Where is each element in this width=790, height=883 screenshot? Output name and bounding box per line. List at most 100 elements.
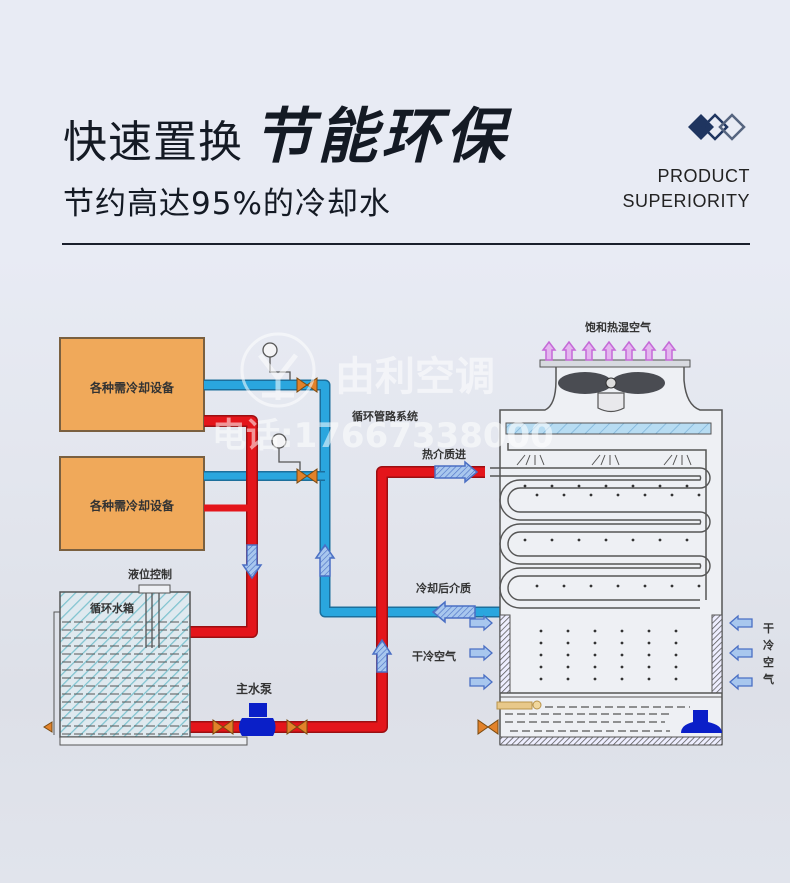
droplet (674, 677, 678, 681)
watermark: 由利空调 电话:17667338000 (212, 332, 554, 456)
basin-pump-icon (681, 710, 722, 733)
brand-block: PRODUCT SUPERIORITY (622, 112, 750, 214)
droplet (566, 629, 570, 633)
heat-exchange-coil (490, 467, 711, 609)
droplet (647, 677, 651, 681)
brand-line-1: PRODUCT (657, 166, 750, 186)
exhaust-arrow (601, 340, 617, 361)
equipment-box-1: 各种需冷却设备 (59, 337, 205, 432)
exhaust-arrow (641, 340, 657, 361)
circulating-water-tank (53, 584, 248, 746)
droplet (577, 484, 581, 488)
page-title: 快速置换节能环保 (63, 88, 509, 175)
page-subtitle: 节约高达95%的冷却水 (63, 186, 391, 222)
droplet (550, 484, 554, 488)
spray-nozzles (516, 454, 692, 466)
droplet (697, 493, 701, 497)
droplet (620, 665, 624, 669)
droplet (616, 493, 620, 497)
droplet (593, 665, 597, 669)
air-in-arrow-left (469, 644, 493, 662)
air-in-arrow-left (469, 673, 493, 691)
droplet (593, 653, 597, 657)
droplet (620, 641, 624, 645)
exhaust-arrow (661, 340, 677, 361)
droplet (604, 538, 608, 542)
title-emphasis: 节能环保 (253, 102, 509, 172)
equipment-label-1: 各种需冷却设备 (89, 380, 175, 395)
droplet (535, 584, 539, 588)
cooling-tower-diagram: 各种需冷却设备 各种需冷却设备 (43, 320, 774, 746)
watermark-company: 由利空调 (335, 354, 495, 400)
droplet (566, 677, 570, 681)
droplet (566, 653, 570, 657)
dry-air-arrows (469, 614, 753, 691)
basin-water (505, 706, 690, 732)
main-pump-label: 主水泵 (236, 681, 272, 696)
equipment-box-2: 各种需冷却设备 (59, 456, 205, 551)
droplet (674, 665, 678, 669)
droplet (539, 677, 543, 681)
droplet (643, 493, 647, 497)
droplet (523, 538, 527, 542)
fan-icon (558, 372, 665, 413)
droplet (647, 665, 651, 669)
dry-cold-air-left-label: 干冷空气 (412, 649, 456, 663)
circulation-pipes-label: 循环管路系统 (352, 409, 418, 423)
droplet (589, 584, 593, 588)
droplet (620, 653, 624, 657)
equipment-label-2: 各种需冷却设备 (89, 498, 175, 513)
saturated-air-arrows (541, 340, 677, 361)
droplet (539, 641, 543, 645)
droplet (670, 584, 674, 588)
title-regular: 快速置换 (63, 117, 243, 168)
droplet (631, 538, 635, 542)
dry-cold-air-right-label: 干 冷 空 气 (762, 622, 774, 686)
svg-text:空: 空 (763, 655, 774, 669)
droplet (674, 641, 678, 645)
svg-text:冷: 冷 (763, 638, 774, 652)
air-in-arrow-right (729, 614, 753, 632)
droplet (577, 538, 581, 542)
hot-pipe-network (190, 415, 485, 733)
droplet (685, 538, 689, 542)
header-divider (62, 243, 750, 245)
droplet (593, 641, 597, 645)
droplet (620, 629, 624, 633)
main-pump-icon (239, 703, 276, 736)
droplet (604, 484, 608, 488)
droplet (631, 484, 635, 488)
droplet (562, 493, 566, 497)
exhaust-arrow (561, 340, 577, 361)
saturated-air-label: 饱和热湿空气 (585, 320, 651, 334)
cooled-medium-label: 冷却后介质 (416, 581, 471, 595)
level-control-label: 液位控制 (128, 567, 172, 581)
water-droplets (523, 484, 701, 681)
droplet (620, 677, 624, 681)
svg-text:干: 干 (763, 622, 774, 635)
air-in-arrow-right (729, 644, 753, 662)
droplet (539, 653, 543, 657)
air-in-arrow-right (729, 673, 753, 691)
droplet (697, 584, 701, 588)
brand-line-2: SUPERIORITY (622, 191, 750, 211)
air-in-arrow-left (469, 614, 493, 632)
three-diamonds-icon (688, 113, 746, 141)
exhaust-arrow (541, 340, 557, 361)
droplet (566, 665, 570, 669)
droplet (593, 677, 597, 681)
droplet (593, 629, 597, 633)
droplet (647, 641, 651, 645)
droplet (658, 538, 662, 542)
droplet (535, 493, 539, 497)
droplet (539, 665, 543, 669)
watermark-phone: 电话:17667338000 (212, 416, 554, 456)
droplet (589, 493, 593, 497)
cooling-tower (490, 359, 723, 746)
tank-label: 循环水箱 (90, 601, 134, 615)
droplet (643, 584, 647, 588)
svg-text:气: 气 (762, 672, 774, 686)
droplet (616, 584, 620, 588)
droplet (550, 538, 554, 542)
exhaust-arrow (621, 340, 637, 361)
